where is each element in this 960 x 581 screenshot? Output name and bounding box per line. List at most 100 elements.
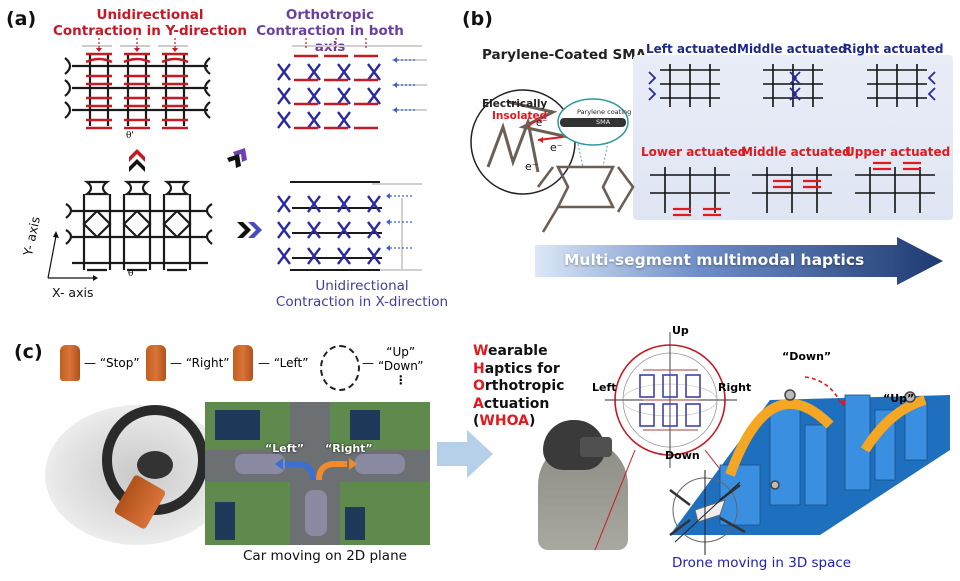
lattice-x-contraction	[277, 181, 422, 271]
y-contraction-title: Unidirectional Contraction in Y-directio…	[50, 7, 250, 39]
whoa-line: Wearable	[473, 343, 564, 361]
parylene-coating-label: Parylene coating	[577, 108, 632, 116]
paren: (	[473, 413, 480, 429]
mode-middle-actuated-x: Middle actuated	[737, 42, 847, 56]
drone-closeup-icon	[669, 470, 746, 555]
right-chevron-icon	[237, 222, 262, 238]
sma-illustration	[470, 89, 635, 233]
sma-core-label: SMA	[596, 118, 611, 126]
xy-axes-icon	[47, 231, 98, 281]
command-left: — “Left”	[258, 356, 309, 370]
panel-a-label: (a)	[6, 8, 37, 30]
command-label: “Stop”	[99, 356, 140, 370]
lattice-base	[65, 180, 213, 272]
orthotropic-compass	[594, 332, 741, 551]
whoa-line: Orthotropic	[473, 378, 564, 396]
transition-arrow-icon	[437, 430, 493, 478]
pool	[350, 410, 380, 440]
city-map-2d: “Left” “Right”	[205, 402, 430, 545]
whoa-line: Actuation	[473, 396, 564, 414]
whoa-initial: H	[473, 360, 485, 377]
whoa-acronym-block: Wearable Haptics for Orthotropic Actuati…	[473, 343, 564, 431]
command-up: “Up”	[386, 345, 416, 359]
car-left	[235, 454, 285, 474]
title-line: Contraction in Y-direction	[52, 23, 248, 39]
whoa-word: ctuation	[483, 395, 550, 412]
contracted-segments	[85, 52, 189, 130]
whoa-initial: A	[473, 395, 484, 412]
placeholder-band-icon	[320, 345, 360, 391]
compass-right-label: Right	[718, 381, 752, 394]
compass-left-label: Left	[592, 381, 617, 394]
electron-label: e⁻	[536, 118, 548, 129]
pool	[215, 502, 235, 540]
inset-insolated-label: Insolated	[492, 110, 548, 122]
mode-left-actuated: Left actuated	[646, 42, 737, 56]
theta-label: θ	[128, 269, 134, 279]
theta-prime-label: θ'	[126, 131, 134, 141]
command-label: “Right”	[185, 356, 230, 370]
whoa-initial: W	[473, 343, 488, 359]
paren: )	[528, 413, 536, 429]
whoa-line: (WHOA)	[473, 413, 564, 431]
drone-icons	[770, 389, 916, 490]
sma-title: Parylene-Coated SMA	[482, 47, 647, 63]
haptic-band-icon	[146, 345, 166, 381]
down-arrows	[98, 38, 176, 48]
car-center	[305, 490, 327, 536]
command-right: — “Right”	[170, 356, 230, 370]
y-contracted-segments	[294, 54, 378, 130]
pool	[345, 507, 365, 540]
command-stop: — “Stop”	[84, 356, 140, 370]
drone-down-label: “Down”	[782, 350, 832, 363]
mode-middle-actuated-y: Middle actuated	[741, 145, 851, 159]
whoa-initial: O	[473, 378, 485, 394]
electron-label: e⁻	[550, 141, 563, 154]
car-right	[355, 454, 405, 474]
haptics-banner-arrow	[535, 237, 943, 285]
drone-caption: Drone moving in 3D space	[672, 555, 852, 571]
mode-right-actuated: Right actuated	[843, 42, 944, 56]
bottom-row-mini-lattices	[650, 161, 935, 217]
whoa-line: Haptics for	[473, 361, 564, 379]
haptics-banner-label: Multi-segment multimodal haptics	[564, 251, 865, 269]
x-axis-label: X- axis	[52, 285, 94, 300]
drone-up-label: “Up”	[883, 392, 915, 405]
lattice-orthotropic	[277, 38, 427, 130]
dash-connector: —	[362, 356, 374, 370]
diagonal-chevron-icon	[227, 148, 247, 168]
mode-lower-actuated: Lower actuated	[641, 145, 747, 159]
x-contraction-title: Unidirectional Contraction in X-directio…	[262, 278, 462, 310]
city-block	[330, 402, 430, 450]
whoa-acronym: WHOA	[479, 413, 529, 429]
x-contracted-segments	[277, 63, 381, 129]
inset-electrically-label: Electrically	[482, 98, 548, 110]
haptic-band-icon	[233, 345, 253, 381]
more-ellipsis: ⋮	[394, 373, 407, 387]
whoa-word: aptics for	[484, 360, 560, 377]
base-lattice	[64, 54, 211, 126]
electron-label: e⁻	[525, 160, 538, 173]
panel-b-label: (b)	[462, 8, 493, 30]
compass-down-label: Down	[665, 449, 700, 462]
up-chevron-icon	[129, 149, 145, 172]
haptic-band-icon	[60, 345, 80, 381]
vr-headset-icon	[580, 437, 612, 457]
car-right-label: “Right”	[325, 442, 373, 455]
top-row-mini-lattices	[648, 64, 936, 107]
title-line: Unidirectional	[315, 278, 409, 294]
whoa-word: earable	[487, 343, 548, 359]
city-3d-scene	[670, 376, 950, 535]
turn-arrows	[275, 458, 357, 481]
title-line: Contraction in X-direction	[275, 294, 449, 310]
left-arrows	[397, 59, 417, 111]
command-down: “Down”	[378, 359, 424, 373]
panel-c-label: (c)	[14, 341, 43, 363]
command-label: “Left”	[273, 356, 309, 370]
mode-upper-actuated: Upper actuated	[845, 145, 951, 159]
car-left-label: “Left”	[265, 442, 304, 455]
pool	[215, 410, 260, 440]
orthotropic-title: Orthotropic Contraction in both axis	[245, 7, 415, 55]
compass-up-label: Up	[672, 324, 689, 337]
car-caption: Car moving on 2D plane	[243, 548, 407, 564]
